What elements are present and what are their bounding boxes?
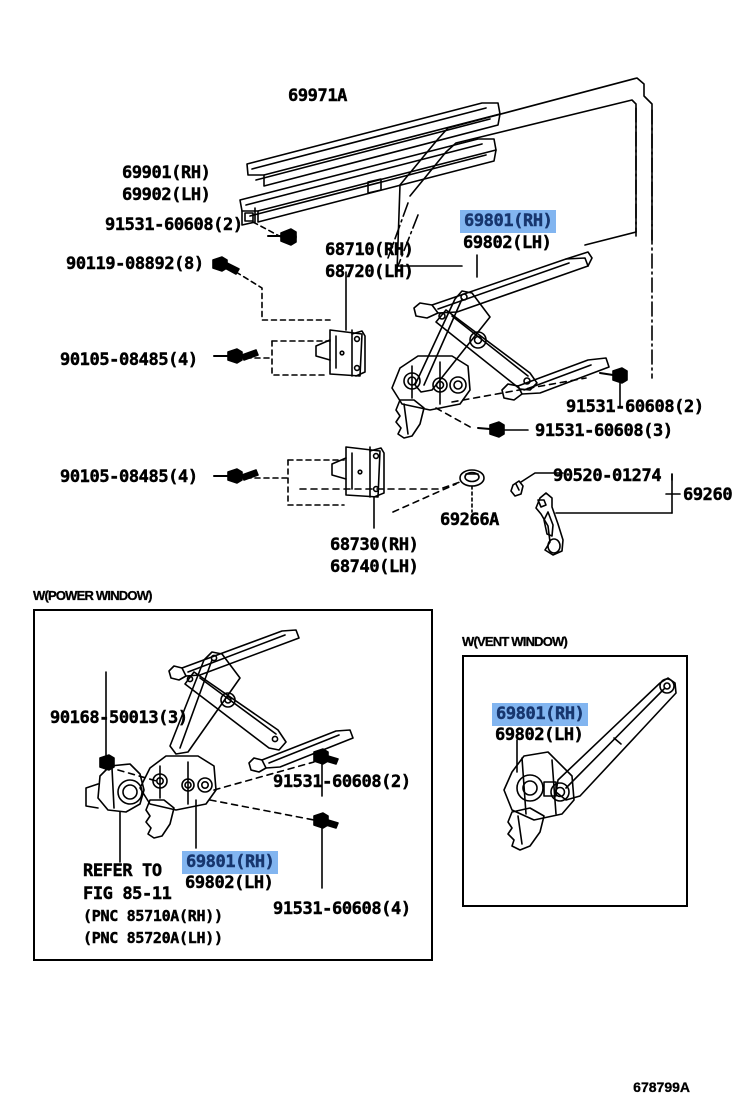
label-69802-lh-main: 69802(LH) [463, 233, 552, 253]
power-window-panel-title: W(POWER WINDOW) [33, 588, 153, 603]
molding-69971a [246, 102, 501, 187]
leader-regulator-dashes [435, 377, 587, 429]
label-pw-91531-60608-2: 91531-60608(2) [273, 772, 412, 792]
label-91531-60608-reg2: 91531-60608(2) [566, 397, 705, 417]
label-69901-rh: 69901(RH) [122, 163, 211, 183]
label-69971a: 69971A [288, 86, 348, 106]
handle-lever-69260 [535, 492, 564, 556]
label-refer-to: REFER TO [83, 861, 163, 881]
label-pw-69802-lh: 69802(LH) [185, 873, 274, 893]
pw-screw-90168-icon [99, 754, 115, 771]
glass-run-curve [299, 481, 461, 513]
screw-reg-2-icon [599, 367, 628, 384]
hinge-lower-dashed-box [245, 459, 345, 506]
label-refer-fig: FIG 85-11 [83, 884, 172, 904]
pw-leader-dashes [117, 761, 315, 821]
hinge-upper-68710 [315, 329, 366, 377]
label-pw-69801-rh: 69801(RH) [182, 851, 278, 874]
leader-clip-90119 [235, 271, 331, 321]
label-vent-69801-rh: 69801(RH) [492, 703, 588, 726]
power-window-panel [33, 609, 433, 961]
label-69260: 69260 [683, 485, 733, 505]
molding-69901 [239, 138, 497, 226]
clip-90119-icon [212, 256, 240, 275]
figure-id: 678799A [633, 1079, 690, 1095]
leader-69260-bracket [520, 472, 681, 514]
label-68720-lh: 68720(LH) [325, 262, 414, 282]
grommet-69266a [459, 469, 485, 487]
label-90119-08892: 90119-08892(8) [66, 254, 205, 274]
label-90168-50013: 90168-50013(3) [50, 708, 189, 728]
screw-reg-3-icon [477, 421, 505, 438]
label-68740-lh: 68740(LH) [330, 557, 419, 577]
label-refer-pnc-lh: (PNC 85720A(LH)) [83, 929, 223, 947]
pw-screw-4-icon [313, 812, 339, 829]
label-pw-91531-60608-4: 91531-60608(4) [273, 899, 412, 919]
label-68730-rh: 68730(RH) [330, 535, 419, 555]
label-90520-01274: 90520-01274 [553, 466, 662, 486]
label-68710-rh: 68710(RH) [325, 240, 414, 260]
label-91531-60608-reg3: 91531-60608(3) [535, 421, 674, 441]
vent-window-regulator-artwork [503, 677, 677, 851]
label-90105-08485-upper: 90105-08485(4) [60, 350, 199, 370]
label-refer-pnc-rh: (PNC 85710A(RH)) [83, 907, 223, 925]
door-edge-dashdot [387, 107, 653, 379]
vent-window-panel [462, 655, 688, 907]
screw-icon-belt [267, 228, 297, 246]
label-90105-08485-lower: 90105-08485(4) [60, 467, 199, 487]
bolt-90105-lower [213, 468, 259, 484]
label-69266a: 69266A [440, 510, 500, 530]
label-vent-69802-lh: 69802(LH) [495, 725, 584, 745]
window-regulator-main [391, 251, 610, 439]
power-window-regulator-artwork [85, 629, 354, 839]
vent-window-panel-title: W(VENT WINDOW) [462, 634, 568, 649]
screw-90520-small [510, 480, 524, 497]
label-91531-60608-belt: 91531-60608(2) [105, 215, 244, 235]
label-69902-lh: 69902(LH) [122, 185, 211, 205]
label-69801-rh-main: 69801(RH) [460, 210, 556, 233]
pw-screw-2-icon [313, 748, 339, 765]
bolt-90105-upper [213, 348, 259, 364]
